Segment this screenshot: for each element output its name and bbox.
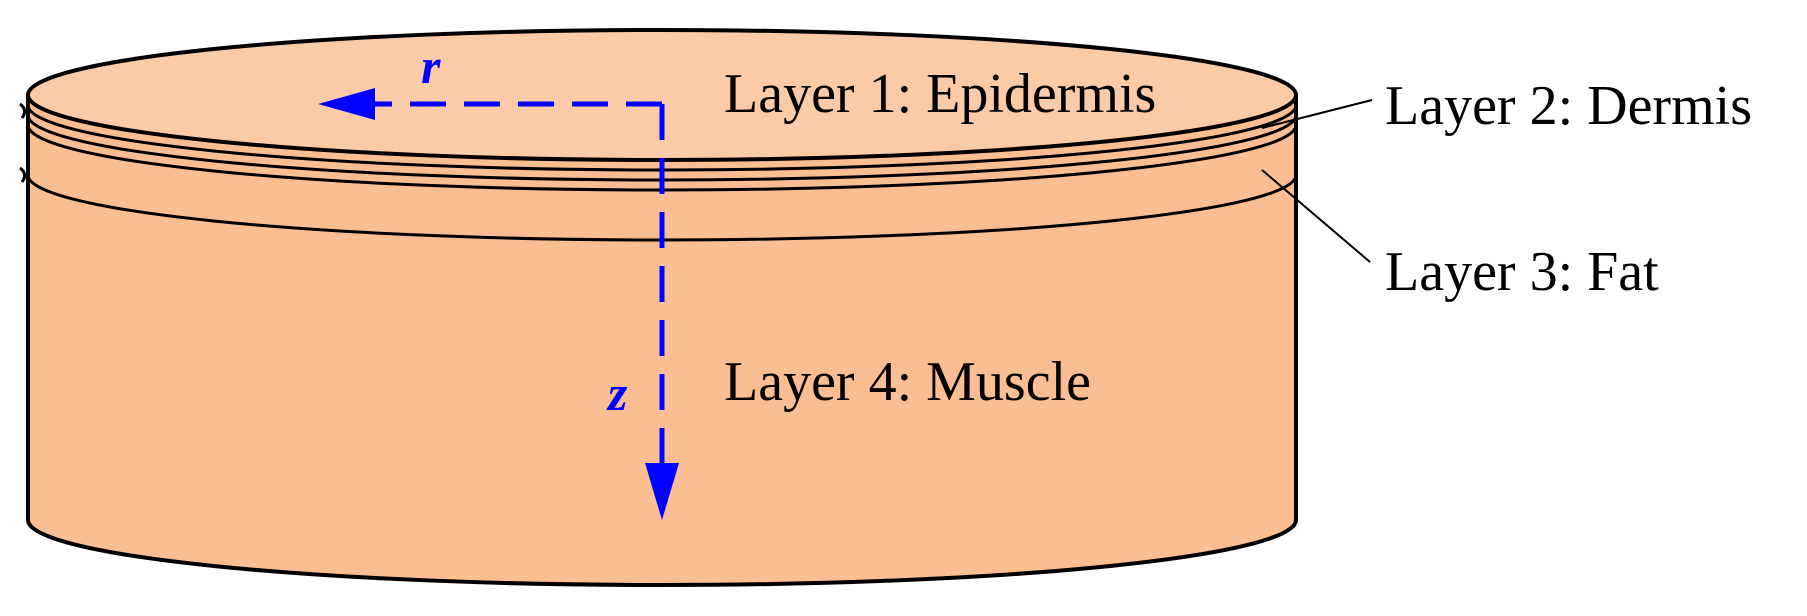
left-edge-tick-upper	[19, 102, 27, 119]
layer4-label: Layer 4: Muscle	[724, 351, 1091, 413]
cylinder-bottom-edge	[26, 519, 1298, 587]
left-edge-tick-lower	[19, 166, 27, 183]
r-axis-label: r	[421, 38, 441, 94]
layer2-label: Layer 2: Dermis	[1385, 75, 1752, 137]
z-axis-label: z	[606, 365, 628, 421]
fat-leader-line	[1261, 169, 1371, 263]
dermis-leader-line	[1261, 99, 1373, 129]
z-axis-arrowhead	[645, 463, 679, 520]
layer3-label: Layer 3: Fat	[1385, 241, 1659, 303]
r-axis-arrowhead	[318, 88, 375, 120]
layer1-label: Layer 1: Epidermis	[724, 63, 1156, 125]
